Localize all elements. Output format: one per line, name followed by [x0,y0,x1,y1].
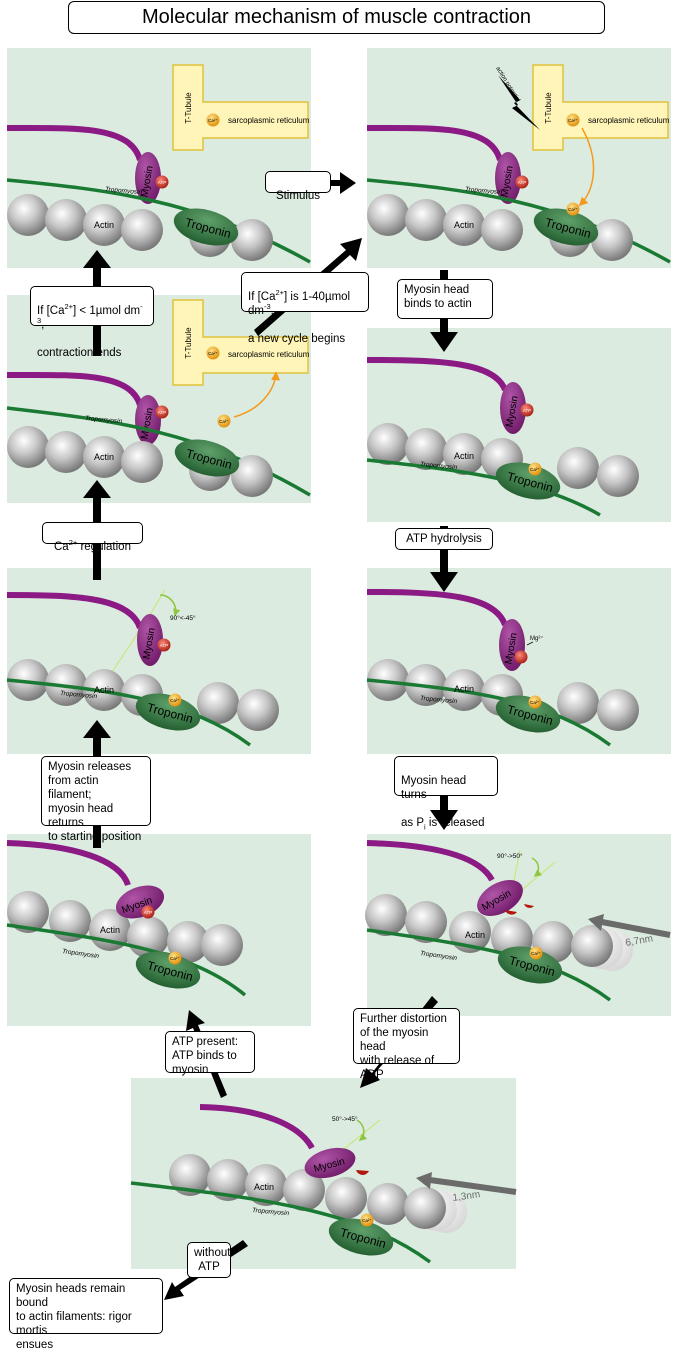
label-further-distortion: Further distortion of the myosin head wi… [353,1008,460,1081]
svg-text:Myosin: Myosin [141,627,157,660]
svg-text:Ca²⁺: Ca²⁺ [530,467,540,472]
label-without-atp: without ATP [187,1242,231,1278]
label-ca-low: If [Ca2+] < 1µmol dm-3, contraction ends [30,286,154,359]
panel-3-content: T-Tubule sarcoplasmic reticulum Ca²⁺ Ca²… [6,299,311,497]
svg-text:ATP: ATP [518,180,526,185]
svg-text:Ca²⁺: Ca²⁺ [170,698,180,703]
label-atp-present: ATP present: ATP binds to myosin [165,1031,255,1076]
label-stimulus-text: Stimulus [275,190,321,202]
label-head-turns: Myosin head turns as Pi is released [394,756,498,831]
svg-text:Ca²⁺: Ca²⁺ [568,118,578,123]
atp-molecule [155,175,169,189]
svg-text:Ca²⁺: Ca²⁺ [530,700,540,705]
svg-text:50°->45°: 50°->45° [332,1115,358,1123]
svg-text:1,3nm: 1,3nm [452,1189,481,1204]
svg-text:Myosin: Myosin [139,165,155,198]
svg-text:Mg²⁺: Mg²⁺ [530,635,544,642]
svg-text:Ca²⁺: Ca²⁺ [531,951,541,956]
svg-text:Actin: Actin [100,925,120,935]
page-title: Molecular mechanism of muscle contractio… [68,1,605,34]
panel-5-content: 90°<-45° Myosin ATP Tropomyosin Actin Tr… [6,589,279,747]
panel-6-content: Myosin Mg²⁺ Tropomyosin Actin Troponin C… [366,589,639,747]
panel-1-content: T-Tubule sarcoplasmic reticulum Ca²⁺ Myo… [6,64,311,264]
label-binds-actin: Myosin head binds to actin [397,279,493,319]
sr-label: sarcoplasmic reticulum [228,116,310,125]
t-tubule-label: T-Tubule [184,92,193,124]
svg-text:Ca²⁺: Ca²⁺ [208,351,218,356]
label-stimulus: Stimulus [265,171,331,202]
svg-text:ATP: ATP [158,180,166,185]
svg-text:Ca²⁺: Ca²⁺ [208,118,218,123]
label-atp-hydrolysis: ATP hydrolysis [395,528,493,550]
panel-7-content: Myosin ATP Actin Tropomyosin Troponin Ca… [6,840,247,997]
svg-text:ATP: ATP [144,910,152,915]
svg-text:Ca²⁺: Ca²⁺ [219,419,229,424]
panel-4-content: Myosin ATP Tropomyosin Actin Troponin Ca… [366,357,639,517]
svg-text:Actin: Actin [94,685,114,695]
svg-text:Ca²⁺: Ca²⁺ [568,207,578,212]
label-rigor-mortis: Myosin heads remain bound to actin filam… [9,1278,163,1351]
tropomyosin-label: Tropomyosin [105,186,143,196]
svg-text:Actin: Actin [454,684,474,694]
svg-text:Actin: Actin [465,930,485,940]
action-potential-bolt [498,75,540,130]
angle-label: 90°<-45° [170,614,196,622]
svg-text:T-Tubule: T-Tubule [184,327,193,359]
svg-text:T-Tubule: T-Tubule [544,92,553,124]
svg-text:Actin: Actin [94,452,114,462]
svg-text:Myosin: Myosin [499,165,515,198]
svg-text:Tropomyosin: Tropomyosin [420,461,458,471]
svg-text:ATP: ATP [160,643,168,648]
actin-label: Actin [94,220,114,230]
panel-2-content: T-Tubule sarcoplasmic reticulum Ca²⁺ act… [366,64,671,264]
troponin [173,208,239,246]
svg-text:sarcoplasmic reticulum: sarcoplasmic reticulum [228,350,310,359]
label-ca-range: If [Ca2+] is 1-40µmol dm-3, a new cycle … [241,272,369,345]
arrow-stimulus [318,172,356,194]
svg-text:Tropomyosin: Tropomyosin [465,186,503,196]
svg-text:Tropomyosin: Tropomyosin [252,1207,290,1217]
svg-text:ATP: ATP [523,408,531,413]
displacement-label: 6,7nm [625,933,654,949]
svg-text:Ca²⁺: Ca²⁺ [170,956,180,961]
svg-text:Myosin: Myosin [504,395,520,428]
panel-9-content: 50°->45° Myosin Actin Tropomyosin Tropon… [130,1104,517,1264]
t-tubule: T-Tubule sarcoplasmic reticulum Ca²⁺ [172,64,310,151]
svg-text:Ca²⁺: Ca²⁺ [362,1218,372,1223]
svg-text:Actin: Actin [454,220,474,230]
svg-text:sarcoplasmic reticulum: sarcoplasmic reticulum [588,116,670,125]
label-myosin-releases: Myosin releases from actin filament; myo… [41,756,151,843]
svg-text:Tropomyosin: Tropomyosin [85,415,123,425]
svg-text:Actin: Actin [254,1182,274,1192]
panel-8-content: 90°->50° Myosin Actin Tropomyosin Tropon… [365,840,671,1002]
label-ca-regulation: Ca2+ regulation [42,522,143,553]
svg-text:Tropomyosin: Tropomyosin [60,690,98,700]
displacement-arrow [601,919,671,938]
svg-text:90°->50°: 90°->50° [497,852,523,860]
arrow-down-2 [430,526,458,592]
svg-text:ATP: ATP [158,410,166,415]
svg-text:Actin: Actin [454,451,474,461]
myosin-head [135,152,161,204]
svg-text:Tropomyosin: Tropomyosin [420,695,458,705]
